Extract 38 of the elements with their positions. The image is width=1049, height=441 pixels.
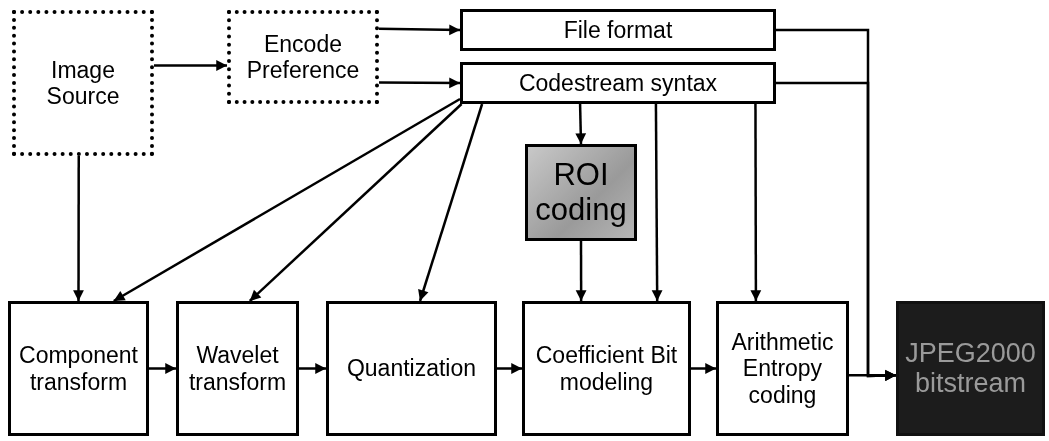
arrow (418, 103, 484, 302)
process-box (460, 9, 776, 51)
input-box (12, 10, 154, 156)
node-label: Arithmetic Entropy coding (730, 328, 835, 409)
arrow (750, 104, 762, 302)
arrow (379, 77, 461, 89)
node-label: Wavelet transform (187, 342, 288, 395)
node-label: Component transform (18, 342, 139, 395)
process-box (525, 144, 637, 241)
arrow (849, 369, 897, 381)
node-label: Codestream syntax (518, 69, 718, 97)
input-box (227, 10, 379, 104)
process-box (460, 62, 776, 104)
arrow (299, 363, 327, 374)
node-label: Encode Preference (245, 30, 361, 84)
arrow (248, 103, 463, 302)
arrow (575, 103, 587, 145)
arrow (154, 60, 228, 71)
arrow (113, 97, 461, 303)
process-box (176, 301, 299, 436)
node-label: Quantization (346, 355, 477, 382)
node-label: JPEG2000 bitstream (904, 338, 1037, 399)
arrow (149, 363, 177, 374)
process-box (522, 301, 691, 436)
arrow (379, 24, 461, 36)
arrow (73, 156, 84, 302)
output-box (896, 301, 1045, 436)
process-box (8, 301, 149, 436)
node-label: ROI coding (534, 158, 628, 227)
arrow (651, 104, 663, 302)
node-label: Image Source (45, 56, 121, 110)
arrow (575, 241, 587, 302)
arrow (691, 363, 717, 374)
arrow (497, 363, 523, 374)
node-label: Coefficient Bit modeling (534, 342, 679, 395)
process-box (326, 301, 497, 436)
process-box (716, 301, 849, 436)
node-label: File format (563, 16, 673, 44)
